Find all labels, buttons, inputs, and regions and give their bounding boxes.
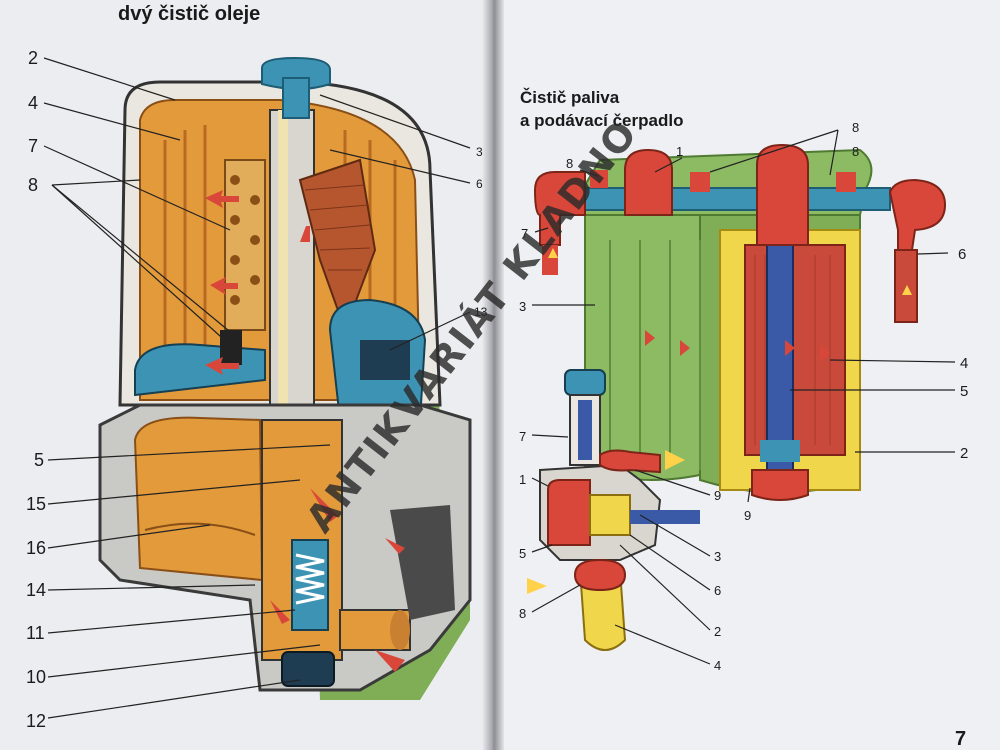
right-title-line1: Čistič paliva [520, 88, 620, 107]
vent-cap-right [756, 143, 809, 246]
pump-handle [599, 449, 661, 474]
page-number: 7 [955, 728, 966, 750]
housing-cavity [390, 505, 455, 620]
callout-right-6b: 6 [714, 583, 721, 598]
bleed-screw [690, 172, 710, 192]
callout-right-3b: 3 [714, 549, 721, 564]
callout-left-10: 10 [26, 667, 46, 687]
callout-right-7b: 7 [519, 429, 526, 444]
callout-right-2b: 2 [714, 624, 721, 639]
callout-left-8: 8 [28, 175, 38, 195]
oil-flow-arrows [205, 190, 405, 672]
bowl-lever [573, 558, 627, 592]
bottom-drain-nut [751, 469, 809, 501]
pump-cap [564, 369, 606, 396]
callout-left-3: 3 [476, 145, 483, 159]
callout-left-7: 7 [28, 136, 38, 156]
callout-right-5b: 5 [519, 546, 526, 561]
callout-left-15: 15 [26, 494, 46, 514]
bottom-plug [281, 651, 335, 687]
pump-valve [589, 494, 631, 536]
callout-right-9a: 9 [714, 488, 721, 503]
callout-right-8b: 8 [852, 120, 859, 135]
centrifuge-cone [298, 158, 377, 333]
callout-left-14: 14 [26, 580, 46, 600]
outlet-fitting [888, 178, 947, 251]
callout-left-2: 2 [28, 48, 38, 68]
callout-right-2: 2 [960, 445, 968, 462]
callout-right-1: 1 [676, 144, 683, 159]
drain-valve [220, 330, 242, 365]
canister-stripes [609, 240, 701, 470]
right-leader-lines [531, 129, 956, 665]
bolt-seat [760, 440, 800, 462]
oil-chamber [133, 416, 264, 582]
rotor-body [360, 340, 410, 380]
callout-right-7: 7 [521, 226, 528, 241]
callout-right-8c: 8 [852, 144, 859, 159]
callout-left-4: 4 [28, 93, 38, 113]
tube-perforations [230, 175, 260, 305]
callout-left-16: 16 [26, 538, 46, 558]
fuel-filter-diagram: 8 1 8 8 7 6 3 4 5 2 7 1 9 9 3 5 6 8 2 4 [519, 120, 968, 673]
callout-right-8a: 8 [566, 156, 573, 171]
callout-right-1b: 1 [519, 472, 526, 487]
callout-right-6: 6 [958, 246, 966, 263]
callout-right-9b: 9 [744, 508, 751, 523]
bleed-screw-right [836, 172, 856, 192]
right-title-line2: a podávací čerpadlo [520, 111, 683, 130]
outlet-opening [390, 610, 410, 650]
callout-left-6: 6 [476, 177, 483, 191]
perforated-tube [224, 159, 266, 331]
cap-stem [282, 77, 310, 119]
relief-spring [295, 553, 325, 605]
fuel-flow-arrows [527, 248, 912, 594]
book-gutter [482, 0, 504, 750]
pump-plunger [578, 400, 592, 460]
callout-right-3: 3 [519, 299, 526, 314]
callout-right-5: 5 [960, 383, 968, 400]
vent-cap-left [624, 148, 673, 216]
callout-left-13: 13 [474, 305, 488, 319]
callout-left-11: 11 [26, 623, 45, 643]
callout-left-5: 5 [34, 450, 44, 470]
outlet-pipe-right [894, 249, 918, 323]
callout-left-12: 12 [26, 711, 46, 731]
shaft-bore [278, 110, 288, 500]
cartridge-texture [754, 255, 831, 445]
left-page-title: dvý čistič oleje [118, 3, 260, 25]
callout-right-4b: 4 [714, 658, 721, 673]
inlet-fitting [533, 171, 586, 246]
oil-filter-diagram: 2 4 7 8 3 6 13 5 15 16 14 11 10 12 [26, 48, 488, 731]
pump-red-housing [547, 479, 591, 546]
callout-right-4: 4 [960, 355, 968, 372]
pump-outlet [630, 510, 700, 524]
left-leader-lines [43, 57, 471, 719]
cone-hatching [304, 184, 371, 271]
fuel-red-arrows [645, 330, 830, 361]
callout-right-8d: 8 [519, 606, 526, 621]
